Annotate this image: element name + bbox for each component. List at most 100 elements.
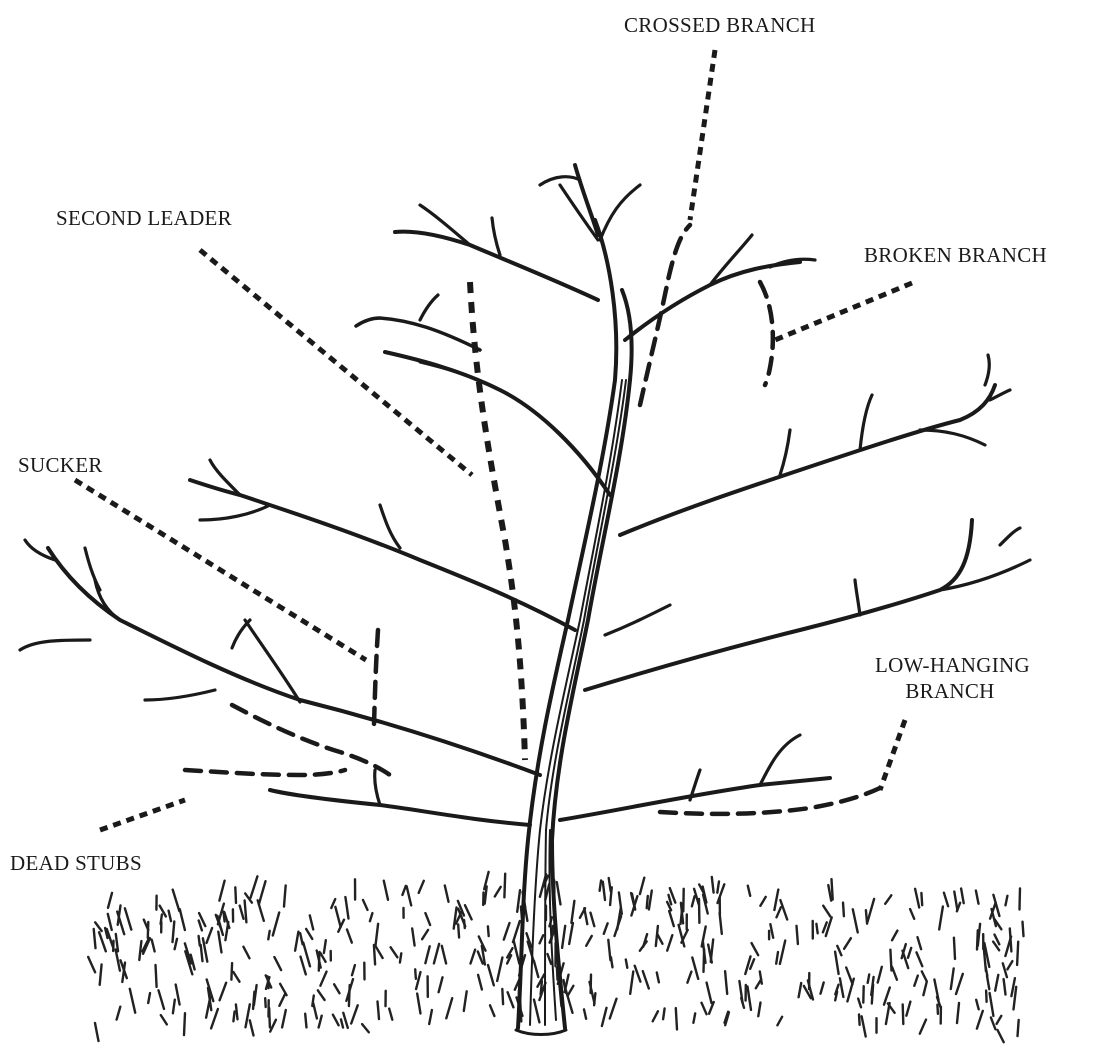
grass-blade [490,1005,494,1016]
grass-blade [777,1017,782,1026]
grass-blade [987,976,989,989]
grass-blade [246,1004,250,1027]
grass-blade [454,908,457,929]
grass-blade [384,881,388,900]
grass-blade [770,924,773,938]
grass-blade [199,936,200,946]
grass-blade [156,965,157,987]
grass-blade [352,965,355,975]
grass-blade [258,900,264,921]
label-second-leader: SECOND LEADER [56,205,232,231]
grass-blade [837,946,841,955]
grass-blade [274,957,281,970]
grass-blade [776,952,778,964]
grass-blade [282,1010,286,1027]
grass-blade [707,983,712,1003]
grass-blade [1017,942,1018,965]
grass-blade [939,907,943,930]
grass-blade [892,967,897,980]
grass-blade [319,1016,322,1028]
grass-blade [273,913,279,936]
grass-blade [270,1020,276,1032]
grass-blade [95,1023,99,1041]
grass-blade [954,938,955,959]
grass-blade [647,896,648,908]
grass-blade [608,940,610,960]
grass-blade [816,924,817,934]
grass-blade [657,973,659,983]
grass-blade [600,880,602,890]
label-low-hanging-line2: BRANCH [875,678,1025,704]
grass-blade [429,1010,432,1024]
grass-blade [756,979,761,988]
grass-blade [562,926,565,948]
grass-blade [375,924,378,947]
grass-blade [502,989,503,1004]
grass-blade [508,992,514,1007]
grass-blade [594,993,595,1005]
grass-blade [254,985,257,1005]
grass-blade [333,1015,339,1026]
grass-blade [343,1013,348,1028]
grass-blade [692,958,698,979]
grass-blade [439,977,443,992]
grass-blade [303,943,310,967]
grass-blade [951,968,954,989]
grass-blade [425,946,429,963]
label-low-hanging-line1: LOW-HANGING [875,652,1025,678]
grass-blade [878,967,882,983]
grass-blade [977,930,978,949]
grass-blade [604,923,608,934]
grass-blade [488,965,494,985]
grass-blade [868,899,875,922]
grass-blade [669,911,674,926]
grass-blade [201,945,203,961]
grass-blade [88,957,95,972]
grass-blade [921,893,922,905]
grass-blade [446,998,452,1018]
grass-blade [569,923,573,944]
grass-blade [313,1003,317,1019]
grass-blade [835,952,839,974]
grass-blade [233,972,239,982]
grass-blade [649,891,652,910]
grass-blade [159,990,165,1009]
grass-blade [1014,987,1017,1010]
grass-blade [890,950,891,971]
grass-blade [739,981,742,1003]
grass-blade [780,941,785,964]
callout-low-hanging [880,720,905,790]
grass-blade [843,903,844,917]
grass-blade [853,909,858,932]
grass-blade [259,881,266,904]
grass-blade [334,984,339,993]
grass-blade [557,882,561,904]
grass-blade [279,994,285,1006]
grass-blade [412,929,414,946]
grass-blade [497,958,502,981]
grass-blade [152,940,155,952]
grass-blade [828,885,831,901]
grass-blade [748,886,750,896]
grass-blade [846,968,852,985]
grass-blade [108,914,112,930]
grass-blade [434,944,439,964]
grass-blade [465,905,472,919]
grass-blade [139,941,141,960]
grass-blade [745,956,750,974]
grass-blade [1006,896,1008,906]
grass-blade [458,924,459,937]
grass-blade [94,929,96,948]
grass-blade [692,896,695,906]
grass-blade [161,1015,167,1024]
grass-blade [534,961,538,977]
grass-blade [643,971,649,988]
grass-blade [148,993,150,1003]
grass-blade [702,1003,707,1015]
grass-blade [571,901,574,923]
grass-blade [908,948,911,958]
grass-blade [799,983,802,997]
grass-blade [100,965,102,985]
grass-blade [954,892,957,910]
grass-blade [250,1020,254,1035]
